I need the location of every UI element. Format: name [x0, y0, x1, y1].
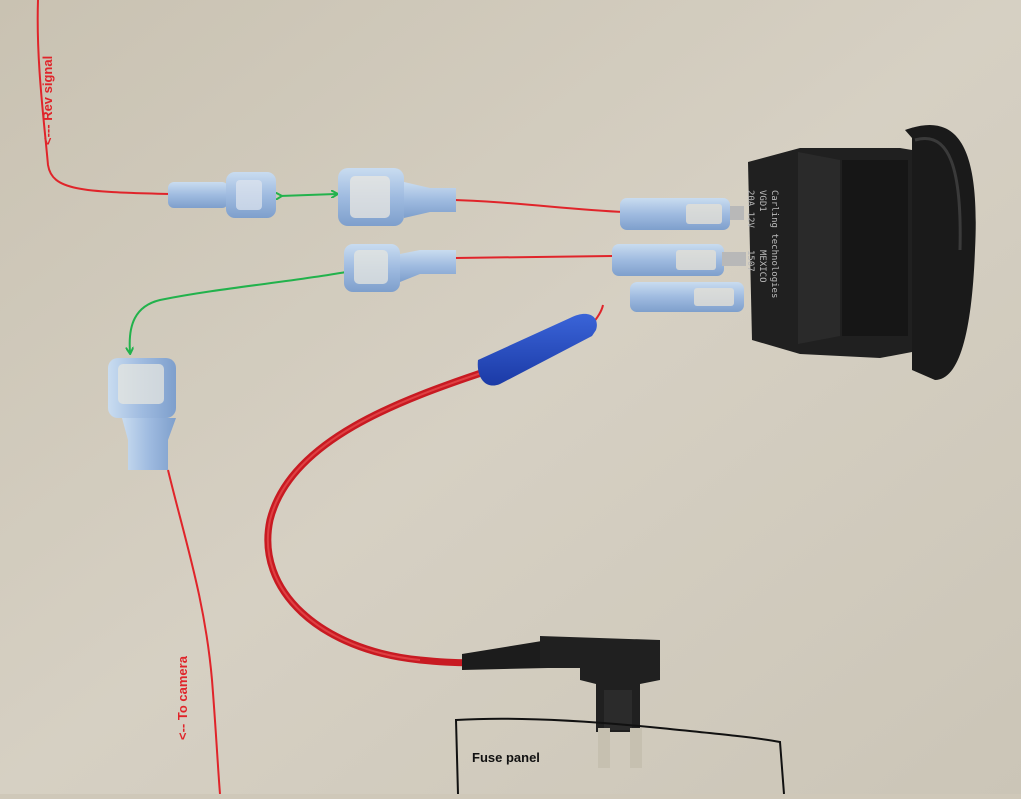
- camera-line: [167, 469, 221, 795]
- fuse-panel-label: Fuse panel: [472, 750, 540, 765]
- switch-rating: 20A 12V: [745, 190, 755, 229]
- switch-terminal-2: [612, 244, 746, 276]
- fuse-panel-outline: [454, 717, 785, 795]
- wire-line-1: [454, 199, 626, 213]
- switch-origin: MEXICO: [757, 250, 767, 283]
- rocker-switch: Carling technologies VGD1 20A 12V MEXICO…: [745, 125, 976, 380]
- female-connector-bottom: [344, 244, 456, 292]
- to-camera-label: <-- To camera: [175, 656, 190, 740]
- switch-code: 1507: [745, 250, 755, 272]
- switch-terminal-1: [620, 198, 744, 230]
- fuse-tap-wire: [264, 313, 597, 667]
- switch-terminal-3: [630, 282, 744, 312]
- female-connector-top: [338, 168, 456, 226]
- rev-signal-label: <--- Rev signal: [40, 55, 55, 145]
- rev-signal-line: [36, 0, 171, 195]
- switch-model: VGD1: [757, 190, 767, 212]
- double-arrow-icon: [280, 194, 336, 196]
- camera-connector: [108, 358, 176, 470]
- wire-line-2: [454, 255, 613, 259]
- arrow-down-icon: [130, 271, 347, 352]
- switch-brand: Carling technologies: [769, 190, 779, 298]
- male-connector-rev: [168, 172, 276, 218]
